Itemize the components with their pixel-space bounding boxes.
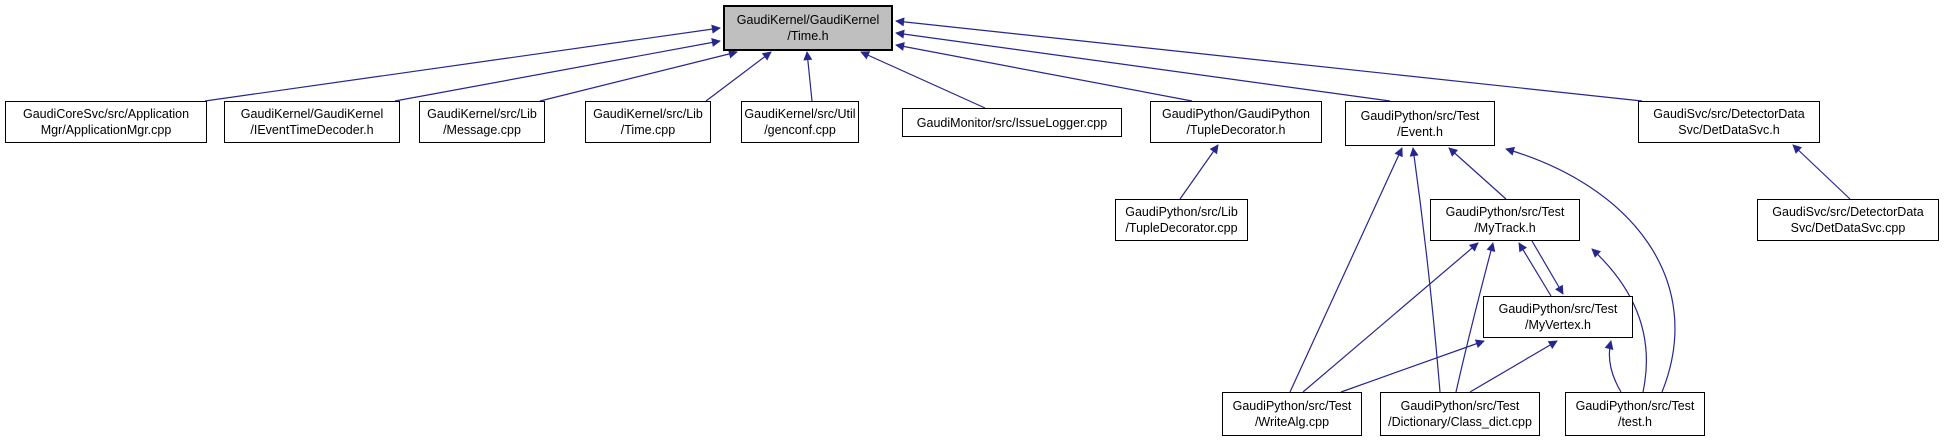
- edge-message-cpp-to-time-h: [539, 49, 738, 102]
- graph-node-time-h[interactable]: GaudiKernel/GaudiKernel/Time.h: [723, 5, 893, 51]
- node-label-line: /TupleDecorator.h: [1186, 123, 1286, 137]
- edge-issuelogger-cpp-to-time-h: [860, 51, 986, 109]
- graph-node-class-dict-cpp[interactable]: GaudiPython/src/Test/Dictionary/Class_di…: [1380, 392, 1540, 436]
- edge-myvertex-h-to-mytrack-h: [1518, 242, 1552, 297]
- edge-class-dict-cpp-to-myvertex-h: [1469, 340, 1558, 393]
- node-label-line: /Time.cpp: [620, 123, 676, 137]
- node-label-line: GaudiPython/src/Test: [1232, 399, 1352, 413]
- edge-ieventtimedecoder-h-to-time-h: [394, 38, 721, 102]
- node-label-line: GaudiCoreSvc/src/Application: [22, 107, 190, 121]
- node-label-line: GaudiPython/src/Test: [1360, 108, 1480, 123]
- node-label-line: GaudiPython/src/Lib: [1125, 205, 1238, 219]
- node-label-line: /WriteAlg.cpp: [1254, 415, 1330, 429]
- graph-node-mytrack-h[interactable]: GaudiPython/src/Test/MyTrack.h: [1430, 199, 1580, 241]
- node-label-line: GaudiKernel/GaudiKernel: [736, 13, 880, 27]
- edge-class-dict-cpp-to-mytrack-h: [1455, 242, 1496, 393]
- node-label-line: GaudiSvc/src/DetectorData: [1653, 107, 1805, 121]
- node-label-line: /Event.h: [1397, 124, 1443, 139]
- node-label-line: /test.h: [1617, 415, 1653, 429]
- node-label-line: /Time.h: [787, 29, 829, 43]
- graph-node-test-h[interactable]: GaudiPython/src/Test/test.h: [1565, 392, 1705, 436]
- edge-class-dict-cpp-to-event-h: [1409, 147, 1441, 393]
- node-label-line: GaudiPython/src/Test: [1445, 205, 1565, 219]
- node-label-line: /MyTrack.h: [1474, 221, 1536, 235]
- node-label-line: GaudiKernel/src/Util: [744, 107, 856, 121]
- edge-writealg-cpp-to-mytrack-h: [1302, 242, 1479, 393]
- graph-node-genconf-cpp[interactable]: GaudiKernel/src/Util/genconf.cpp: [741, 101, 859, 143]
- edge-applicationmgr-cpp-to-time-h: [204, 24, 721, 102]
- graph-node-myvertex-h[interactable]: GaudiPython/src/Test/MyVertex.h: [1483, 296, 1633, 338]
- node-label-line: GaudiSvc/src/DetectorData: [1772, 205, 1924, 219]
- edge-detdatasvc-cpp-to-detdatasvc-h: [1792, 144, 1851, 200]
- edge-test-h-to-myvertex-h: [1604, 340, 1622, 393]
- node-label-line: /genconf.cpp: [764, 123, 836, 137]
- edge-time-cpp-to-time-h: [705, 51, 772, 102]
- node-label-line: GaudiPython/src/Test: [1400, 399, 1520, 413]
- graph-node-issuelogger-cpp[interactable]: GaudiMonitor/src/IssueLogger.cpp: [902, 108, 1122, 137]
- edge-event-h-to-time-h: [895, 29, 1391, 102]
- graph-node-message-cpp[interactable]: GaudiKernel/src/Lib/Message.cpp: [419, 101, 545, 143]
- edge-mytrack-h-to-event-h: [1448, 147, 1507, 200]
- edge-writealg-cpp-to-event-h: [1289, 147, 1403, 393]
- graph-node-writealg-cpp[interactable]: GaudiPython/src/Test/WriteAlg.cpp: [1222, 392, 1362, 436]
- edge-test-h-to-mytrack-h: [1591, 248, 1647, 393]
- node-label-line: /MyVertex.h: [1525, 318, 1591, 332]
- graph-node-ieventtimedecoder-h[interactable]: GaudiKernel/GaudiKernel/IEventTimeDecode…: [224, 101, 400, 143]
- node-label-line: /IEventTimeDecoder.h: [250, 123, 374, 137]
- node-label-line: Svc/DetDataSvc.h: [1678, 123, 1780, 137]
- edge-writealg-cpp-to-myvertex-h: [1340, 339, 1485, 393]
- node-label-line: Svc/DetDataSvc.cpp: [1790, 221, 1906, 235]
- graph-node-event-h[interactable]: GaudiPython/src/Test/Event.h: [1345, 101, 1495, 146]
- edge-mytrack-h-to-myvertex-h: [1531, 240, 1564, 295]
- node-label-line: /Message.cpp: [443, 123, 521, 137]
- graph-node-time-cpp[interactable]: GaudiKernel/src/Lib/Time.cpp: [585, 101, 711, 143]
- node-label-line: GaudiPython/src/Test: [1575, 399, 1695, 413]
- edge-test-h-to-event-h: [1505, 146, 1676, 393]
- node-label-line: GaudiPython/src/Test: [1498, 302, 1618, 316]
- edge-tupledecorator-h-to-time-h: [895, 42, 1193, 102]
- edge-tupledecorator-cpp-to-tupledecorator-h: [1179, 144, 1219, 200]
- node-label-line: /TupleDecorator.cpp: [1125, 221, 1238, 235]
- edge-detdatasvc-h-to-time-h: [895, 17, 1643, 102]
- node-label-line: GaudiKernel/src/Lib: [593, 107, 703, 121]
- node-label-line: Mgr/ApplicationMgr.cpp: [40, 123, 172, 137]
- node-label-line: GaudiKernel/GaudiKernel: [240, 107, 384, 121]
- edge-genconf-cpp-to-time-h: [803, 51, 813, 102]
- node-label-line: /Dictionary/Class_dict.cpp: [1388, 415, 1532, 429]
- node-label-line: GaudiKernel/src/Lib: [427, 107, 537, 121]
- node-label-line: GaudiPython/GaudiPython: [1161, 107, 1311, 121]
- graph-node-tupledecorator-cpp[interactable]: GaudiPython/src/Lib/TupleDecorator.cpp: [1115, 199, 1248, 241]
- node-label-line: GaudiMonitor/src/IssueLogger.cpp: [916, 115, 1108, 130]
- graph-node-tupledecorator-h[interactable]: GaudiPython/GaudiPython/TupleDecorator.h: [1150, 101, 1322, 143]
